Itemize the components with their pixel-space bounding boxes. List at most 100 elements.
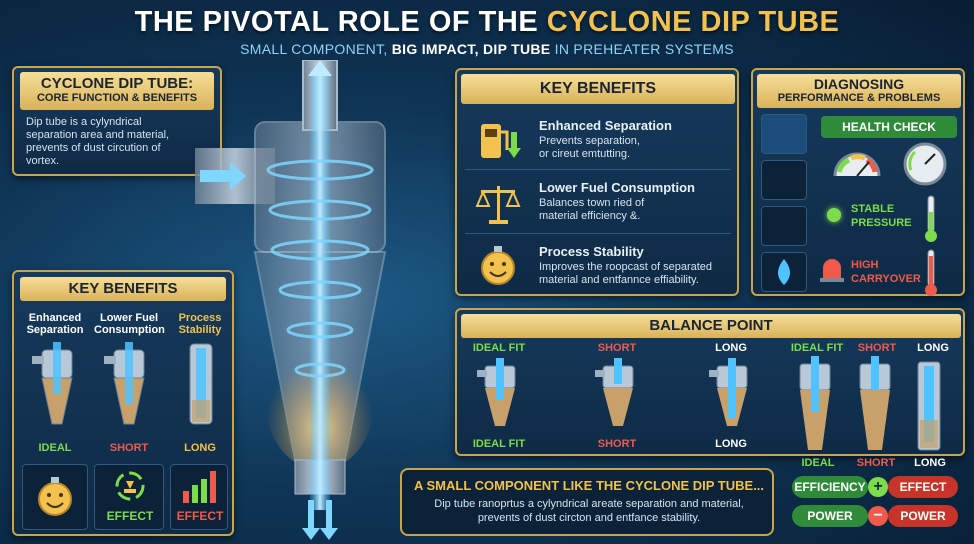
kb-top-item-2: Lower Fuel Consumption Balances town rie… [465,174,731,234]
fuel-pump-icon [481,124,521,158]
bp-right-top-label-2: SHORT [857,342,897,354]
health-check-badge: HEALTH CHECK [821,116,957,138]
key-benefits-left-heading: KEY BENEFITS [20,277,226,301]
bp-bottom-label-1: IDEAL FIT [472,438,526,450]
bp-right-bottom-label-1: IDEAL [801,457,835,469]
kb-top-item-3-desc1: Improves the roopcast of separated [539,261,713,273]
bp-bottom-label-3: LONG [715,438,747,450]
cyclone-illustration [195,60,387,540]
key-benefits-top-panel: KEY BENEFITS Enhanced Separation Prevent… [455,68,739,296]
bp-cyclone-long [709,358,748,426]
recycle-icon [115,471,145,501]
gauge-icon [833,152,881,177]
key-benefits-left-panel: KEY BENEFITS Enhanced Separation Lower F… [12,270,234,536]
page-subtitle: SMALL COMPONENT, BIG IMPACT, DIP TUBE IN… [0,41,974,57]
bp-right-cyclone-short [859,356,891,450]
kb-top-item-2-desc2: material efficiency &. [539,210,641,222]
kb-left-icon-label-3: EFFECT [176,509,224,523]
efficiency-pill: EFFICIENCY [792,476,868,498]
kb-top-item-1-desc2: or cireut emtutting. [539,148,631,160]
bp-bottom-label-2: SHORT [597,438,637,450]
smiley-icon [481,246,515,285]
stable-line2: PRESSURE [851,217,912,229]
kb-top-item-3-title: Process Stability [539,244,644,259]
subtitle-part2: IN PREHEATER SYSTEMS [550,41,734,57]
bp-right-cyclone-long [917,361,941,451]
kb-top-item-3-desc2: material and entfannce effiability. [539,274,699,286]
diag-thumb-2 [761,160,807,200]
key-benefits-top-heading: KEY BENEFITS [461,74,735,104]
title-highlight: CYCLONE DIP TUBE [546,6,840,38]
bp-right-bottom-label-3: LONG [914,457,946,469]
core-function-panel: CYCLONE DIP TUBE: CORE FUNCTION & BENEFI… [12,66,222,176]
diag-thumb-3 [761,206,807,246]
kb-left-icon-box-3: EFFECT [170,464,228,530]
thermometer-red-icon [925,249,937,296]
kb-left-icon-label-2: EFFECT [106,509,154,523]
diagnosing-heading-line1: DIAGNOSING [813,76,905,92]
bp-right-top-label-3: LONG [917,342,949,354]
kb-left-state-short: SHORT [109,442,149,454]
smiley-icon [38,477,72,516]
diagnosing-heading: DIAGNOSING PERFORMANCE & PROBLEMS [757,74,961,108]
diagnosing-panel: DIAGNOSING PERFORMANCE & PROBLEMS HEALTH… [751,68,965,296]
core-heading-line1: CYCLONE DIP TUBE: [40,75,194,92]
bp-top-label-2: SHORT [597,342,637,354]
bp-top-label-3: LONG [715,342,747,354]
efficiency-row: EFFICIENCY + EFFECT [792,476,958,498]
subtitle-part1: SMALL COMPONENT, [240,41,392,57]
bp-right-cyclone-ideal [799,356,831,450]
summary-heading: A SMALL COMPONENT LIKE THE CYCLONE DIP T… [413,478,765,493]
kb-left-mini-cyclone-3 [189,343,213,425]
bp-right-bottom-label-2: SHORT [856,457,896,469]
bp-top-label-1: IDEAL FIT [472,342,526,354]
plus-icon: + [868,477,888,497]
kb-top-item-1-desc1: Prevents separation, [539,135,640,147]
stable-line1: STABLE [851,203,895,215]
kb-left-col1-title: Enhanced Separation [26,312,84,336]
dial-gauge-icon [903,142,947,186]
core-function-heading: CYCLONE DIP TUBE: CORE FUNCTION & BENEFI… [20,72,214,110]
kb-left-state-long: LONG [184,442,216,454]
subtitle-bold: BIG IMPACT, DIP TUBE [391,41,551,57]
page-title: THE PIVOTAL ROLE OF THE CYCLONE DIP TUBE [0,6,974,39]
bp-cyclone-ideal [477,358,516,426]
kb-left-mini-cyclone-1 [32,342,73,425]
kb-left-col2-title: Lower Fuel Consumption [94,312,165,336]
flame-icon [778,259,790,285]
balance-point-panel: BALANCE POINT IDEAL FIT SHORT LONG IDEAL… [455,308,965,456]
bp-cyclone-short [595,358,634,426]
alarm-light-icon [820,259,844,282]
bp-right-top-label-1: IDEAL FIT [790,342,844,354]
core-heading-line2: CORE FUNCTION & BENEFITS [36,92,198,104]
stable-pressure-label: STABLE PRESSURE [851,202,912,230]
kb-left-icon-box-2: EFFECT [94,464,164,530]
high-line2: CARRYOVER [851,273,921,285]
high-line1: HIGH [851,259,879,271]
status-indicator-green [827,208,841,222]
kb-top-item-2-desc1: Balances town ried of [539,197,645,209]
kb-left-icon-box-1 [22,464,88,530]
kb-top-item-1-title: Enhanced Separation [539,118,672,133]
thermometer-green-icon [925,195,937,242]
kb-top-item-1: Enhanced Separation Prevents separation,… [465,112,731,170]
high-carryover-label: HIGH CARRYOVER [851,258,921,286]
diagnosing-heading-line2: PERFORMANCE & PROBLEMS [777,92,941,104]
diag-thumb-1 [761,114,807,154]
kb-top-item-2-title: Lower Fuel Consumption [539,180,695,195]
summary-line2: prevents of dust circton and entfance st… [477,512,701,524]
power-pill-left: POWER [792,505,868,527]
title-prefix: THE PIVOTAL ROLE OF THE [134,6,547,38]
minus-icon: − [868,506,888,526]
vortex-core [310,70,330,510]
summary-line1: Dip tube ranoprtus a cylyndrical areate … [434,498,744,510]
kb-top-item-3: Process Stability Improves the roopcast … [465,238,731,294]
balance-scale-icon [475,186,521,224]
kb-left-col3-title: Process Stability [178,312,222,336]
core-function-body: Dip tube is a cylyndrical separation are… [26,116,170,167]
effect-pill: EFFECT [888,476,958,498]
balance-point-heading: BALANCE POINT [461,314,961,338]
kb-left-mini-cyclone-2 [104,342,145,425]
kb-left-state-ideal: IDEAL [38,442,72,454]
power-pill-right: POWER [888,505,958,527]
